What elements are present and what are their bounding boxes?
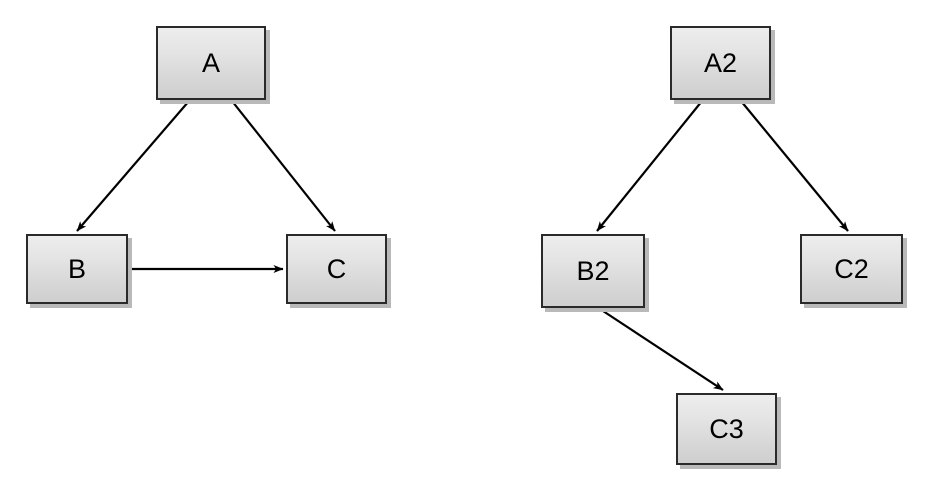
edge-A2-to-C2 bbox=[740, 100, 849, 232]
node-C[interactable]: C bbox=[286, 234, 387, 304]
node-label: C bbox=[326, 253, 347, 284]
edge-B2-to-C3 bbox=[599, 308, 724, 391]
node-label: B bbox=[67, 253, 86, 284]
node-A[interactable]: A bbox=[156, 26, 266, 100]
node-label: A bbox=[201, 47, 220, 78]
edge-A2-to-B2 bbox=[596, 100, 703, 232]
edge-A-to-C bbox=[231, 100, 336, 232]
node-C3[interactable]: C3 bbox=[676, 393, 777, 465]
edge-A-to-B bbox=[76, 100, 190, 232]
node-label: C2 bbox=[834, 253, 869, 284]
node-C2[interactable]: C2 bbox=[800, 234, 903, 304]
node-label: C3 bbox=[709, 413, 744, 444]
node-label: B2 bbox=[576, 255, 610, 286]
node-B[interactable]: B bbox=[26, 234, 128, 304]
node-label: A2 bbox=[703, 47, 738, 78]
node-A2[interactable]: A2 bbox=[670, 26, 771, 100]
node-B2[interactable]: B2 bbox=[541, 234, 645, 308]
